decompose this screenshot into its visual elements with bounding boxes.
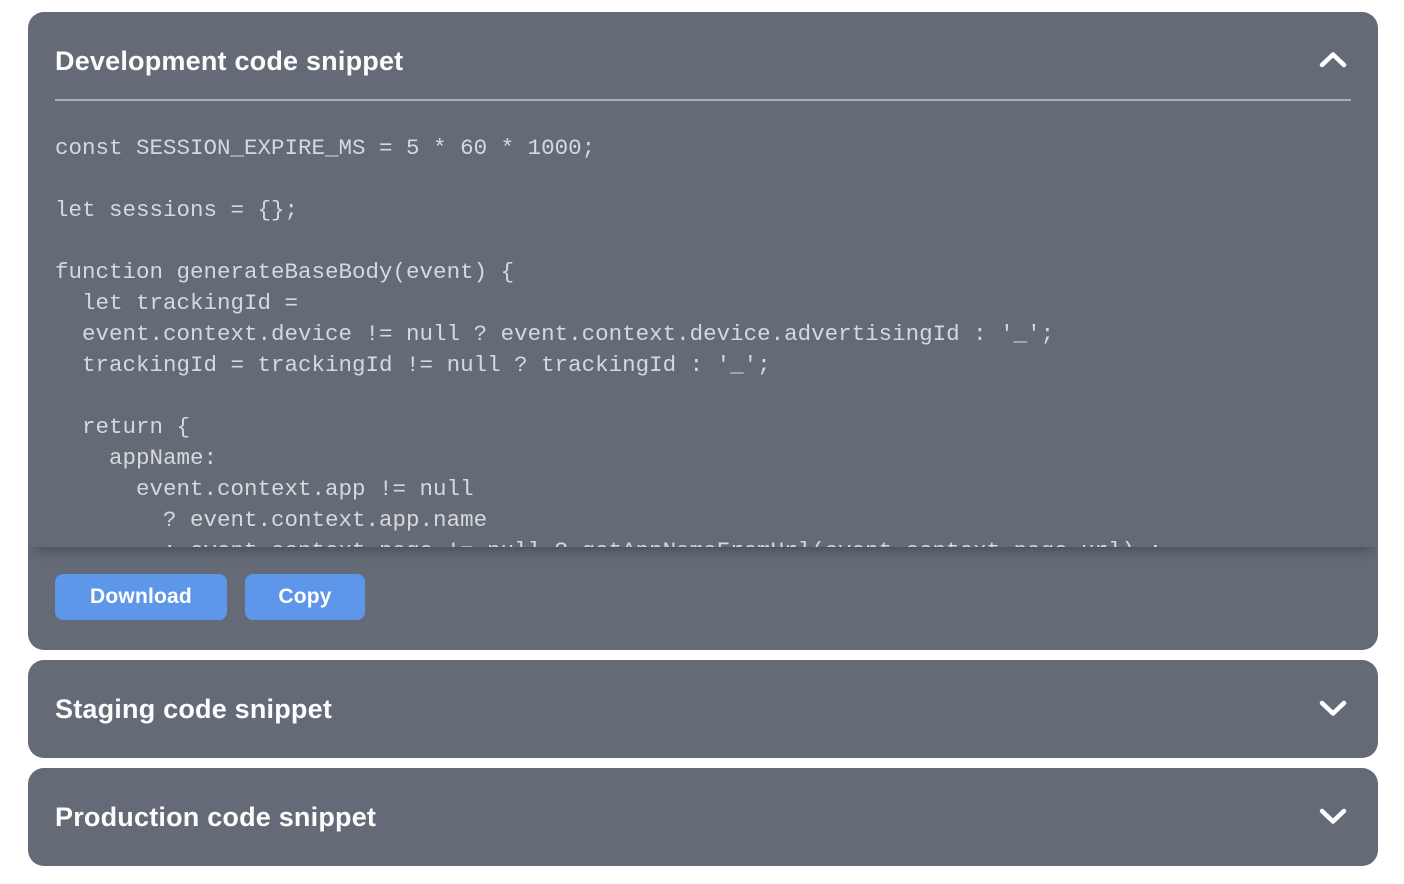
panel-title-staging: Staging code snippet	[55, 693, 333, 724]
panel-title-development: Development code snippet	[55, 46, 404, 76]
expand-toggle-button[interactable]	[1315, 802, 1351, 833]
header-divider	[55, 99, 1351, 101]
download-button[interactable]: Download	[55, 574, 227, 620]
expand-toggle-button[interactable]	[1315, 694, 1351, 725]
copy-button[interactable]: Copy	[245, 574, 365, 620]
collapse-toggle-button[interactable]	[1315, 46, 1351, 77]
chevron-down-icon	[1317, 806, 1349, 829]
panel-title-production: Production code snippet	[55, 801, 377, 832]
accordion-header-development[interactable]: Development code snippet	[28, 12, 1378, 77]
code-actions: Download Copy	[55, 574, 1351, 620]
code-block: const SESSION_EXPIRE_MS = 5 * 60 * 1000;…	[28, 132, 1378, 547]
accordion-panel-staging[interactable]: Staging code snippet	[28, 660, 1378, 758]
accordion-panel-production[interactable]: Production code snippet	[28, 768, 1378, 866]
code-text: const SESSION_EXPIRE_MS = 5 * 60 * 1000;…	[55, 135, 1162, 547]
chevron-down-icon	[1317, 698, 1349, 721]
code-scroll-area[interactable]: const SESSION_EXPIRE_MS = 5 * 60 * 1000;…	[28, 101, 1378, 547]
chevron-up-icon	[1317, 50, 1349, 73]
accordion-panel-development: Development code snippet const SESSION_E…	[28, 12, 1378, 650]
